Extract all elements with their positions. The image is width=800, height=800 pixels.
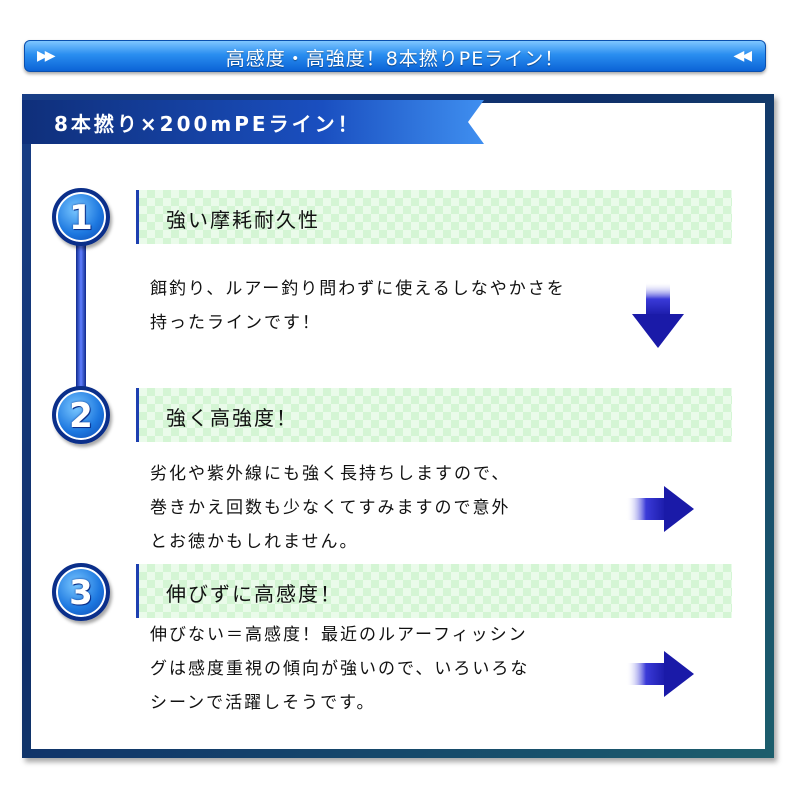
step-2-line-2: 巻きかえ回数も少なくてすみますので意外 bbox=[150, 498, 511, 518]
step-1-number: 1 bbox=[69, 198, 93, 238]
fast-forward-icon: ▶▶ bbox=[37, 48, 55, 64]
rewind-icon: ◀◀ bbox=[733, 48, 751, 64]
step-1-heading: 強い摩耗耐久性 bbox=[166, 208, 320, 232]
step-2-heading: 強く高強度！ bbox=[166, 406, 298, 430]
step-2-number: 2 bbox=[69, 396, 93, 436]
step-2-line-1: 劣化や紫外線にも強く長持ちしますので、 bbox=[150, 464, 511, 484]
step-3-heading-bar: 伸びずに高感度！ bbox=[136, 564, 732, 618]
banner-title: 高感度・高強度！8本撚りPEライン！ bbox=[225, 48, 565, 70]
down-arrow-icon bbox=[632, 282, 684, 348]
step-2-description: 劣化や紫外線にも強く長持ちしますので、 巻きかえ回数も少なくてすみますので意外 … bbox=[150, 457, 511, 559]
step-3-line-2: グは感度重視の傾向が強いので、いろいろな bbox=[150, 659, 530, 679]
step-3-badge: 3 bbox=[52, 563, 110, 621]
subtitle-tab-shape bbox=[22, 100, 484, 144]
subtitle-text: 8本撚り×200mPEライン！ bbox=[54, 112, 361, 136]
step-2-line-3: とお徳かもしれません。 bbox=[150, 532, 359, 552]
step-1-line-1: 餌釣り、ルアー釣り問わずに使えるしなやかさを bbox=[150, 279, 566, 299]
step-3-number: 3 bbox=[69, 573, 93, 613]
step-1-badge: 1 bbox=[52, 188, 110, 246]
subtitle-tab: 8本撚り×200mPEライン！ bbox=[22, 100, 492, 144]
step-3-description: 伸びない＝高感度！最近のルアーフィッシン グは感度重視の傾向が強いので、いろいろ… bbox=[150, 618, 529, 720]
top-banner: ▶▶ 高感度・高強度！8本撚りPEライン！ ◀◀ bbox=[24, 40, 766, 72]
step-3-line-3: シーンで活躍しそうです。 bbox=[150, 693, 376, 713]
right-arrow-icon bbox=[626, 651, 694, 697]
step-connector bbox=[76, 230, 86, 406]
step-2-heading-bar: 強く高強度！ bbox=[136, 388, 732, 442]
step-1-line-2: 持ったラインです！ bbox=[150, 313, 321, 333]
step-3-line-1: 伸びない＝高感度！最近のルアーフィッシン bbox=[150, 625, 528, 645]
right-arrow-icon bbox=[626, 486, 694, 532]
step-2-badge: 2 bbox=[52, 386, 110, 444]
step-1-description: 餌釣り、ルアー釣り問わずに使えるしなやかさを 持ったラインです！ bbox=[150, 272, 566, 340]
step-3-heading: 伸びずに高感度！ bbox=[166, 582, 342, 606]
step-1-heading-bar: 強い摩耗耐久性 bbox=[136, 190, 732, 244]
